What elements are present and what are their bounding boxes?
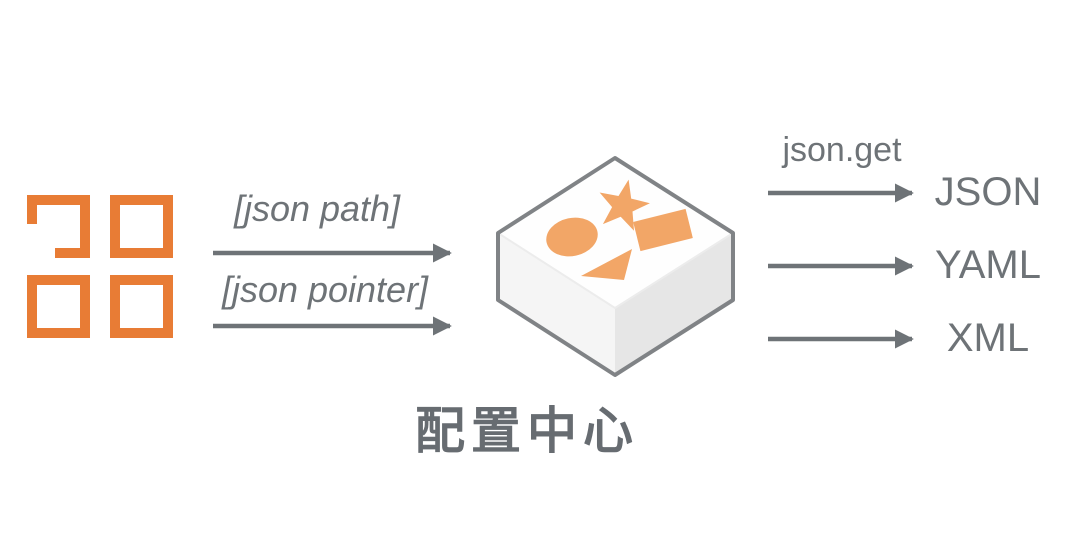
output-label-json: JSON (934, 170, 1042, 214)
box-outline (496, 156, 735, 377)
output-label-yaml: YAML (935, 243, 1041, 287)
rectangle-shape-icon (633, 208, 693, 252)
box-left-face (498, 233, 615, 375)
config-center-box-icon (496, 156, 735, 377)
triangle-shape-icon (581, 249, 632, 280)
output-label-xml: XML (946, 316, 1030, 360)
star-shape-icon (599, 179, 650, 231)
grid-square (27, 275, 90, 338)
circle-shape-icon (546, 217, 598, 257)
input-label-json-pointer: [json pointer] (221, 269, 429, 310)
grid-square (110, 275, 173, 338)
grid-square (110, 195, 173, 258)
grid-square-open (27, 195, 90, 258)
input-label-json-path: [json path] (233, 188, 401, 229)
diagram-title: 配置中心 (415, 403, 639, 459)
api-method-label: json.get (782, 131, 902, 169)
box-right-face (615, 233, 733, 375)
modules-grid-icon (27, 195, 173, 338)
